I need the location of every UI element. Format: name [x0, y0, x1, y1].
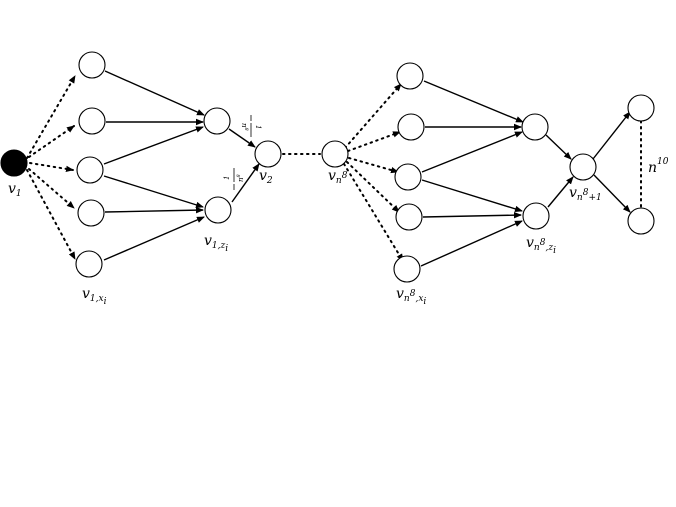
label-v1: v1	[8, 181, 22, 199]
edge-vn8-to-fourth-node	[346, 161, 400, 213]
edge-weight-upper: 1 n8	[240, 115, 262, 137]
node-vn8	[321, 140, 349, 168]
edge-r-middle-node-to-lower-hub	[421, 179, 523, 212]
node-vn8zi	[522, 202, 550, 230]
node-left-upper-hub	[203, 107, 231, 135]
edge-v1-to-v1xi	[26, 169, 76, 260]
node-right-second	[397, 113, 425, 141]
node-v2	[254, 140, 282, 168]
label-v2: v2	[259, 168, 273, 186]
node-right-top	[396, 62, 424, 90]
node-vn8xi	[393, 255, 421, 283]
node-bottom-right	[627, 207, 655, 235]
label-vn8: vn8	[328, 168, 348, 186]
edge-fourth-node-to-v1zi	[104, 206, 204, 214]
node-v1zi	[204, 196, 232, 224]
edge-weight-upper-denominator: n8	[240, 123, 249, 131]
edge-r-fourth-node-to-lower-hub	[422, 211, 522, 219]
edge-vn8-to-vn8xi	[343, 163, 404, 262]
node-left-middle	[76, 156, 104, 184]
node-labels: v1 v1,xi v1,zi v2 vn8 vn8,xi vn8,zi vn8+…	[8, 157, 669, 307]
edge-v1xi-to-v1zi	[103, 216, 205, 261]
weight-labels: 1 n8 1 n8	[223, 115, 262, 190]
edge-upper-hub-to-vn8plus1	[545, 134, 572, 160]
label-v1zi: v1,zi	[204, 233, 228, 254]
edge-top-node-to-upper-hub	[104, 70, 205, 116]
edge-vn8plus1-to-top-right-node	[592, 111, 631, 160]
node-left-fourth	[77, 199, 105, 227]
edges-left-gadget	[26, 70, 260, 261]
node-left-second	[78, 107, 106, 135]
edge-v1zi-to-v2	[231, 163, 260, 203]
edge-vn8-to-second-node	[347, 131, 401, 152]
edge-vn8zi-to-vn8plus1	[547, 176, 574, 208]
edge-middle-node-to-upper-hub	[103, 126, 204, 165]
nodes	[0, 51, 655, 283]
edge-r-top-node-to-upper-hub	[423, 80, 524, 123]
edges-right-gadget	[343, 80, 642, 267]
edge-v1-to-fourth-node	[28, 168, 75, 209]
node-v1xi	[75, 250, 103, 278]
edge-weight-upper-numerator: 1	[254, 125, 262, 129]
edge-weight-lower-numerator: 1	[223, 176, 231, 180]
edge-vn8xi-to-lower-hub	[420, 220, 523, 267]
edge-weight-lower: 1 n8	[223, 168, 245, 190]
edge-vn8plus1-to-bottom-right-node	[593, 174, 631, 213]
edge-vn8-to-middle-node	[348, 157, 399, 174]
edge-upper-hub-to-v2	[228, 128, 256, 148]
label-n10: n10	[648, 157, 669, 176]
node-right-upper-hub	[521, 113, 549, 141]
label-vn8xi: vn8,xi	[396, 286, 426, 307]
node-top-right	[627, 94, 655, 122]
node-left-top	[78, 51, 106, 79]
edge-vn8-to-top-node	[344, 83, 402, 149]
edge-weight-lower-denominator: n8	[236, 174, 245, 182]
edge-v1-to-middle-node	[29, 162, 74, 173]
edge-r-middle-node-to-upper-hub	[421, 131, 523, 173]
label-vn8zi: vn8,zi	[526, 235, 556, 256]
node-right-middle	[394, 163, 422, 191]
label-vn8plus1: vn8+1	[569, 185, 602, 203]
node-vn8plus1	[569, 153, 597, 181]
node-right-fourth	[395, 203, 423, 231]
label-v1xi: v1,xi	[82, 286, 107, 307]
edge-middle-node-to-v1zi	[103, 175, 204, 208]
node-v1-source	[0, 149, 28, 177]
edge-v1-to-top-node	[26, 75, 76, 159]
